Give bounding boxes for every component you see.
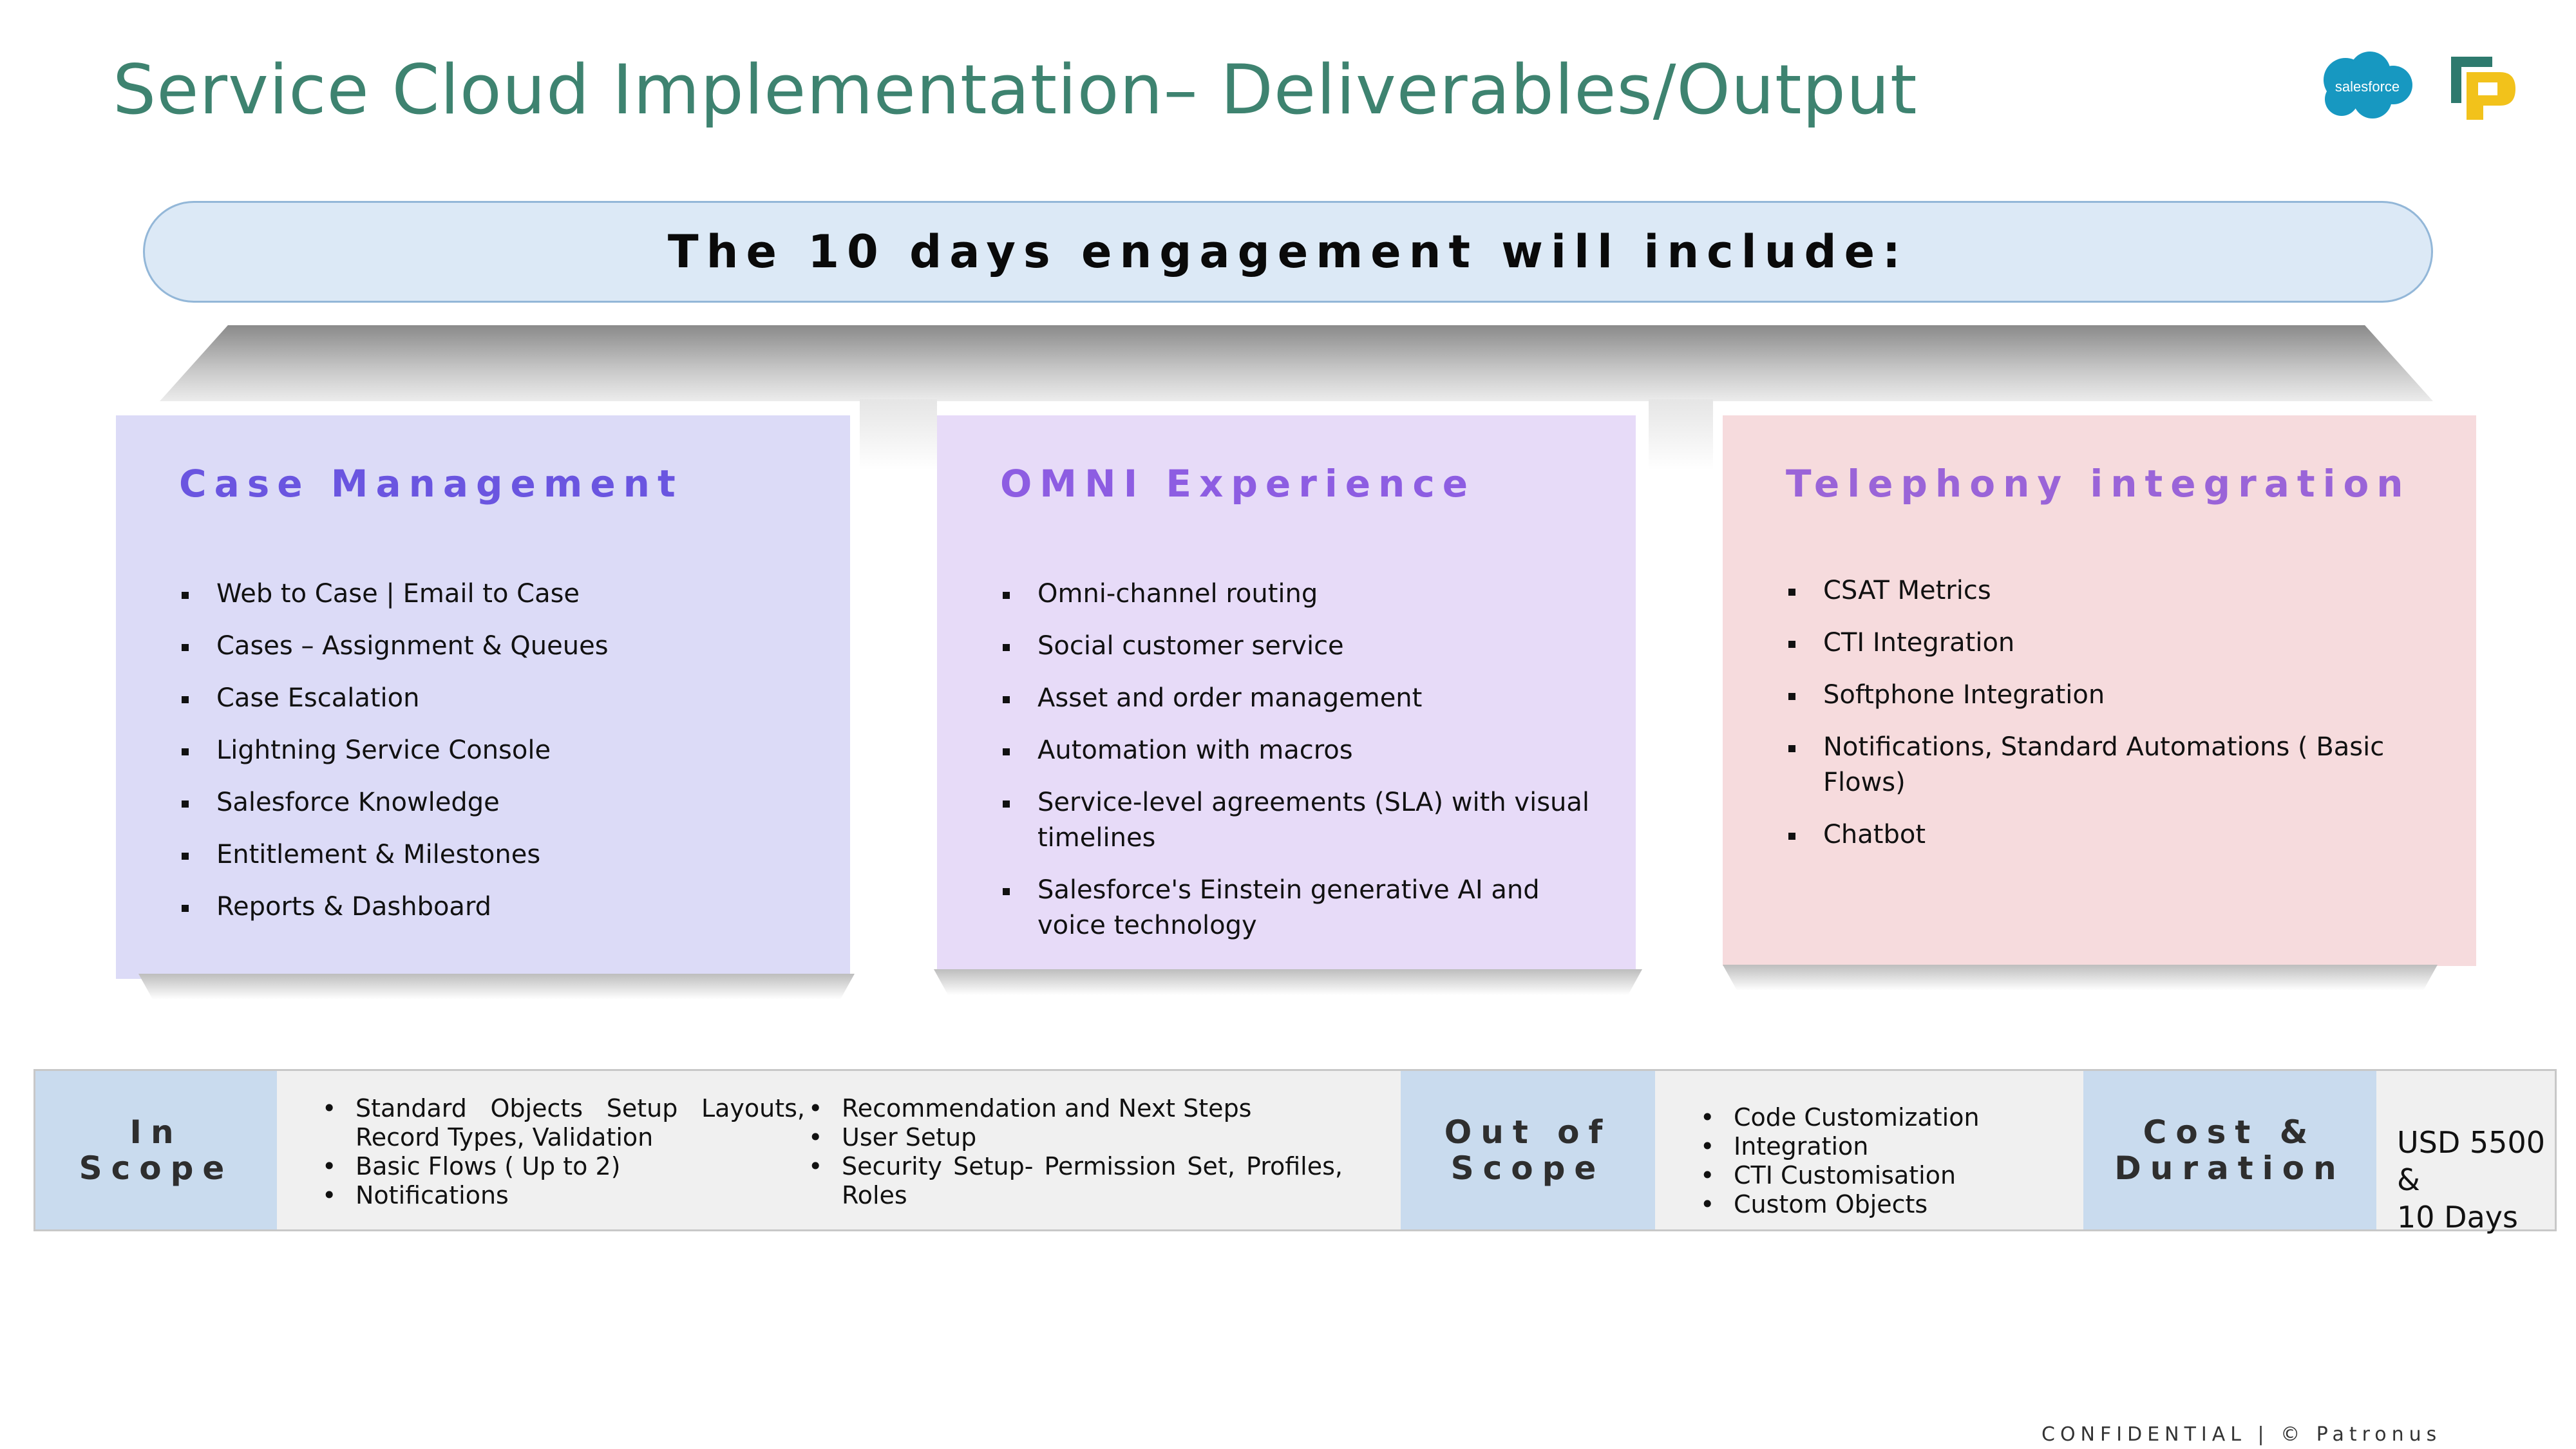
list-item: Softphone Integration <box>1786 677 2450 713</box>
list-item: Integration <box>1694 1132 1980 1161</box>
cost-line: USD 5500 & <box>2397 1125 2545 1197</box>
in-scope-label: In <box>129 1113 183 1151</box>
list-item: Chatbot <box>1786 817 2450 853</box>
out-of-scope-list: Code Customization Integration CTI Custo… <box>1694 1103 1980 1219</box>
salesforce-logo: salesforce <box>2324 52 2412 118</box>
card-list: Omni-channel routing Social customer ser… <box>1000 576 1610 960</box>
list-item: Security Setup- Permission Set, Profiles… <box>802 1152 1343 1210</box>
list-item: User Setup <box>802 1123 1343 1152</box>
list-item: Lightning Service Console <box>179 733 824 768</box>
list-item: Notifications, Standard Automations ( Ba… <box>1786 730 2450 800</box>
list-item: Omni-channel routing <box>1000 576 1610 612</box>
in-scope-list-right: Recommendation and Next Steps User Setup… <box>802 1094 1343 1210</box>
card-list: CSAT Metrics CTI Integration Softphone I… <box>1786 573 2450 869</box>
list-item: Automation with macros <box>1000 733 1610 768</box>
cost-label: Cost & <box>2143 1113 2317 1151</box>
list-item: Case Escalation <box>179 681 824 716</box>
list-item: Basic Flows ( Up to 2) <box>316 1152 805 1181</box>
list-item: Social customer service <box>1000 629 1610 664</box>
card-title: OMNI Experience <box>1000 462 1476 506</box>
out-of-scope-label: Out of <box>1444 1113 1612 1151</box>
cost-value: USD 5500 & 10 Days <box>2397 1124 2555 1236</box>
list-item: CTI Integration <box>1786 625 2450 661</box>
list-item: Code Customization <box>1694 1103 1980 1132</box>
list-item: CSAT Metrics <box>1786 573 2450 609</box>
out-of-scope-body: Code Customization Integration CTI Custo… <box>1655 1071 2083 1229</box>
footer-confidential: CONFIDENTIAL | © Patronus <box>2041 1423 2442 1446</box>
shelf-decoration <box>160 325 2433 401</box>
card-case-management: Case Management Web to Case | Email to C… <box>116 415 850 979</box>
list-item: Recommendation and Next Steps <box>802 1094 1343 1123</box>
list-item: Custom Objects <box>1694 1190 1980 1219</box>
banner-text: The 10 days engagement will include: <box>667 225 1909 278</box>
list-item: CTI Customisation <box>1694 1161 1980 1190</box>
svg-text:salesforce: salesforce <box>2335 79 2400 95</box>
card-telephony-integration: Telephony integration CSAT Metrics CTI I… <box>1723 415 2476 966</box>
shelf-gap-shade <box>860 399 937 470</box>
list-item: Salesforce Knowledge <box>179 785 824 820</box>
list-item: Salesforce's Einstein generative AI and … <box>1000 873 1610 943</box>
list-item: Notifications <box>316 1181 805 1210</box>
duration-line: 10 Days <box>2397 1200 2518 1235</box>
card-title: Telephony integration <box>1786 462 2411 506</box>
card-shadow <box>138 974 855 999</box>
card-omni-experience: OMNI Experience Omni-channel routing Soc… <box>937 415 1636 972</box>
list-item: Service-level agreements (SLA) with visu… <box>1000 785 1610 856</box>
engagement-banner: The 10 days engagement will include: <box>143 201 2433 303</box>
list-item: Asset and order management <box>1000 681 1610 716</box>
card-title: Case Management <box>179 462 683 506</box>
in-scope-list-left: Standard Objects Setup Layouts, Record T… <box>316 1094 805 1210</box>
patronus-logo <box>2451 57 2515 120</box>
card-shadow <box>1723 965 2438 990</box>
in-scope-body: Standard Objects Setup Layouts, Record T… <box>277 1071 1401 1229</box>
cost-label: Duration <box>2114 1150 2345 1187</box>
shelf-gap-shade <box>1649 399 1713 470</box>
list-item: Reports & Dashboard <box>179 889 824 925</box>
cost-duration-body: USD 5500 & 10 Days <box>2376 1071 2555 1235</box>
list-item: Entitlement & Milestones <box>179 837 824 873</box>
list-item: Standard Objects Setup Layouts, Record T… <box>316 1094 805 1152</box>
page-title: Service Cloud Implementation– Deliverabl… <box>113 50 1918 129</box>
card-list: Web to Case | Email to Case Cases – Assi… <box>179 576 824 942</box>
in-scope-label: Scope <box>79 1150 234 1187</box>
card-shadow <box>934 969 1642 995</box>
out-of-scope-label: Scope <box>1450 1150 1605 1187</box>
list-item: Cases – Assignment & Queues <box>179 629 824 664</box>
cost-duration-header: Cost &Duration <box>2083 1071 2376 1229</box>
list-item: Web to Case | Email to Case <box>179 576 824 612</box>
